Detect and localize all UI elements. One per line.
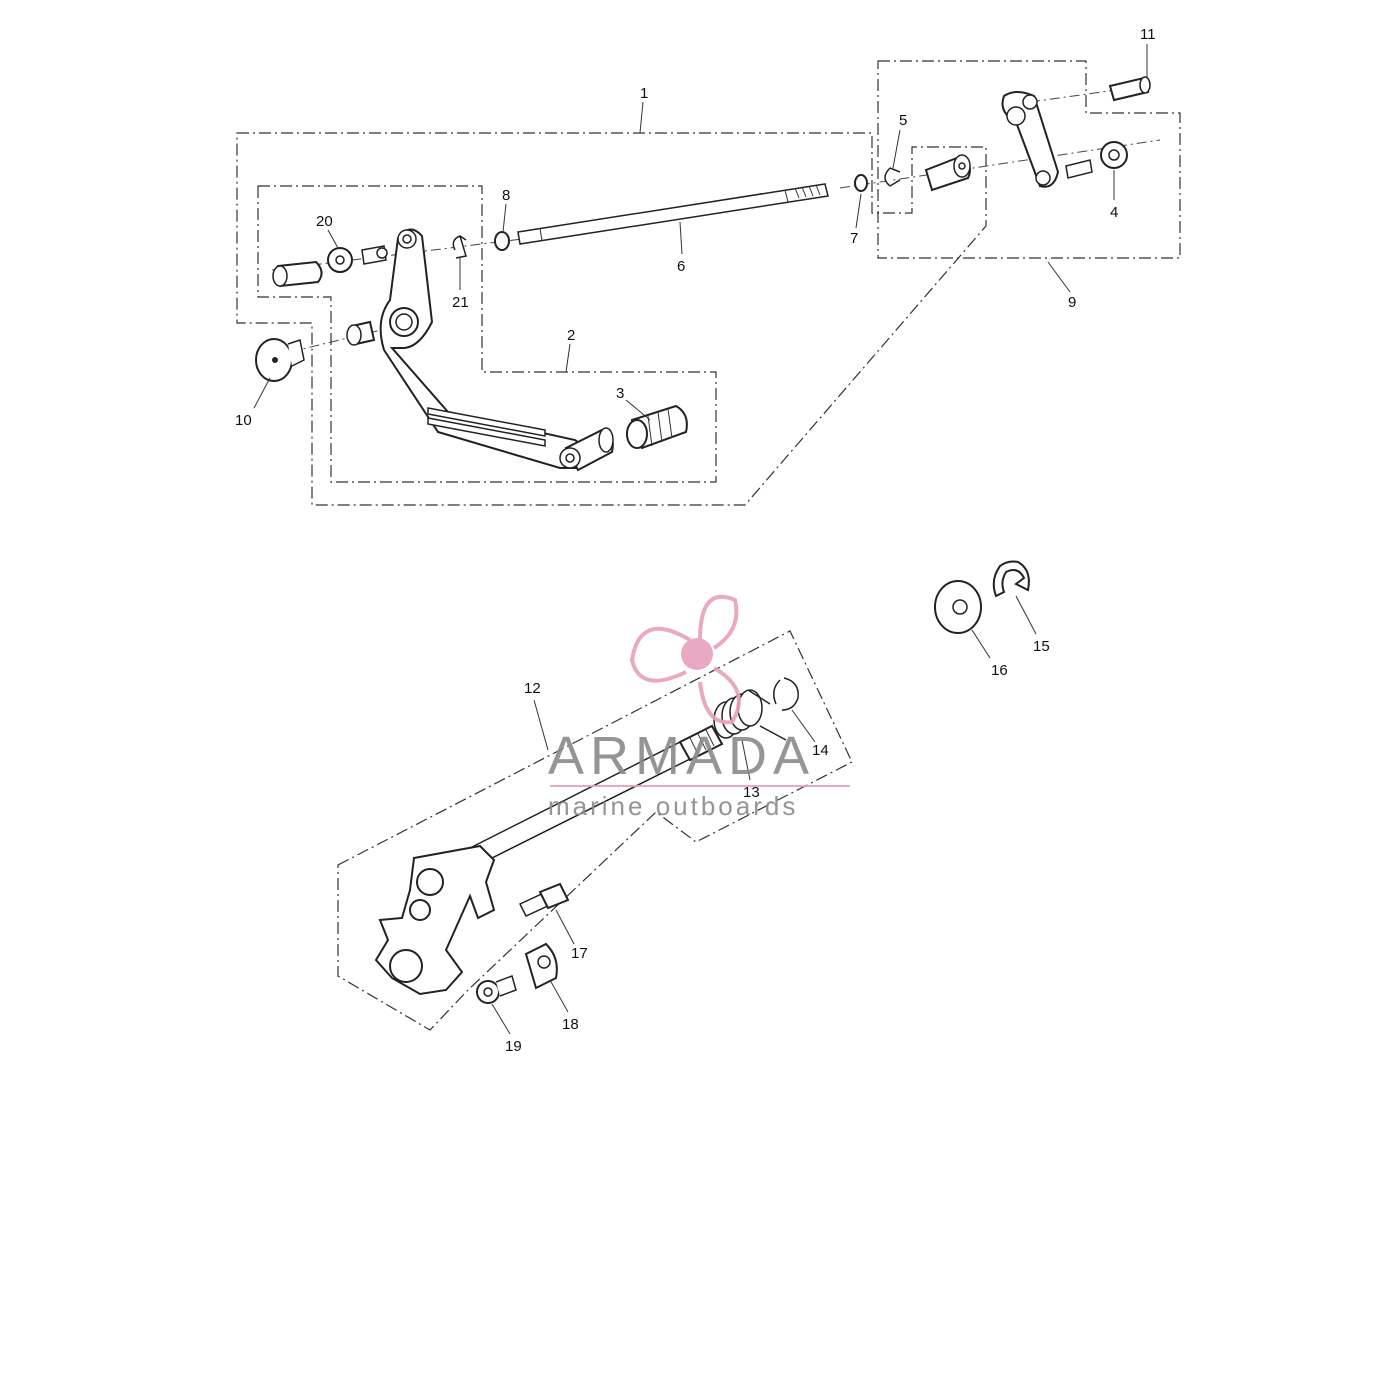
callout-6: 6	[677, 258, 685, 275]
shift-lever-plate	[374, 844, 496, 996]
propeller-logo-icon	[629, 594, 741, 725]
assembly-9-outline	[877, 60, 1181, 259]
pivot-bushing	[346, 320, 376, 346]
stopper-bolt-17	[518, 882, 570, 917]
watermark-tagline: marine outboards	[548, 791, 798, 821]
rod-end-joint	[272, 260, 323, 288]
washer-8	[494, 231, 510, 251]
circlip-14	[773, 677, 799, 711]
clip-5	[884, 167, 901, 187]
leader-lines	[253, 44, 1148, 1035]
callout-13: 13	[743, 784, 760, 801]
pivot-bolt	[255, 338, 305, 382]
watermark-brand: ARMADA	[548, 726, 815, 786]
callout-16: 16	[991, 662, 1008, 679]
circlip-15	[992, 560, 1030, 598]
assembly-12-outline	[337, 630, 853, 1031]
callout-10: 10	[235, 412, 252, 429]
callout-7: 7	[850, 230, 858, 247]
callout-14: 14	[812, 742, 829, 759]
assembly-1-outline	[236, 132, 987, 506]
callout-12: 12	[524, 680, 541, 697]
shift-rod	[517, 183, 829, 245]
callout-1: 1	[640, 85, 648, 102]
callout-17: 17	[571, 945, 588, 962]
bolt-19	[476, 975, 517, 1004]
callout-3: 3	[616, 385, 624, 402]
bolt-11	[1108, 76, 1151, 102]
callout-18: 18	[562, 1016, 579, 1033]
shift-arm	[1001, 91, 1060, 188]
nut-small	[361, 245, 388, 265]
rod-end-joint-right	[924, 154, 971, 192]
callout-8: 8	[502, 187, 510, 204]
assembly-2-outline	[257, 185, 717, 483]
guide-block-18	[524, 942, 558, 990]
callout-11: 11	[1140, 26, 1156, 43]
callout-21: 21	[452, 294, 469, 311]
pedal-rubber	[626, 404, 688, 450]
nut-4	[1100, 141, 1128, 169]
washer-20	[327, 247, 353, 273]
callout-4: 4	[1110, 204, 1118, 221]
armada-watermark: ARMADA marine outboards	[548, 594, 850, 821]
stud-bolt	[1065, 159, 1093, 179]
callout-labels: 1 2 3 4 5 6 7 8 9 10 11 12 13 14 15 16 1…	[235, 26, 1156, 1055]
callout-9: 9	[1068, 294, 1076, 311]
clip-21	[452, 235, 467, 259]
shift-shaft	[468, 724, 724, 865]
callout-20: 20	[316, 213, 333, 230]
callout-19: 19	[505, 1038, 522, 1055]
washer-16	[934, 580, 982, 634]
callout-15: 15	[1033, 638, 1050, 655]
propeller-hub-icon	[681, 638, 713, 670]
shift-pedal	[379, 228, 614, 472]
callout-2: 2	[567, 327, 575, 344]
washer-7	[854, 174, 868, 192]
callout-5: 5	[899, 112, 907, 129]
